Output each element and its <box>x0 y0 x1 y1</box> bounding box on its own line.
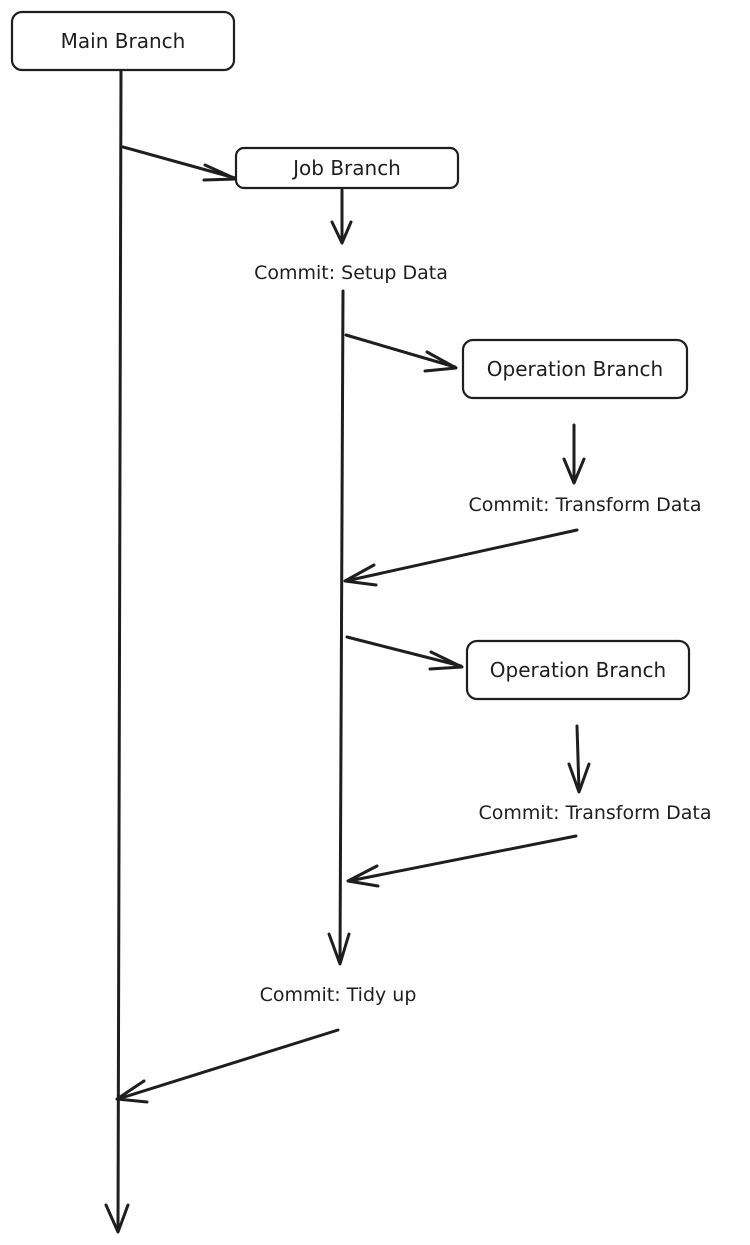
arrow-job-branch-to-setup <box>330 188 353 245</box>
arrow-transform-1-merge-to-job <box>343 528 579 587</box>
operation-branch-node-2[interactable]: Operation Branch <box>465 639 691 701</box>
main-branch-label: Main Branch <box>61 29 186 53</box>
arrow-main-to-job-branch <box>121 145 238 182</box>
operation-branch-node-1[interactable]: Operation Branch <box>461 338 689 400</box>
arrow-tidy-up-merge-to-main <box>115 1028 340 1104</box>
commit-setup-data-label: Commit: Setup Data <box>254 262 448 284</box>
job-branch-line <box>327 289 351 966</box>
operation-branch-2-label: Operation Branch <box>490 658 666 682</box>
commit-tidy-up-label: Commit: Tidy up <box>260 984 417 1006</box>
operation-branch-1-label: Operation Branch <box>487 357 663 381</box>
arrow-operation-1-to-transform <box>562 423 586 485</box>
arrow-transform-2-merge-to-job <box>346 834 578 888</box>
arrow-job-to-operation-branch-1 <box>344 333 458 373</box>
job-branch-label: Job Branch <box>291 156 401 180</box>
commit-transform-data-2-label: Commit: Transform Data <box>479 802 712 824</box>
arrow-job-to-operation-branch-2 <box>345 635 464 671</box>
main-branch-node[interactable]: Main Branch <box>10 10 236 72</box>
job-branch-node[interactable]: Job Branch <box>234 146 460 190</box>
arrow-operation-2-to-transform <box>567 724 591 794</box>
commit-transform-data-1-label: Commit: Transform Data <box>469 494 702 516</box>
main-branch-line <box>104 68 130 1234</box>
